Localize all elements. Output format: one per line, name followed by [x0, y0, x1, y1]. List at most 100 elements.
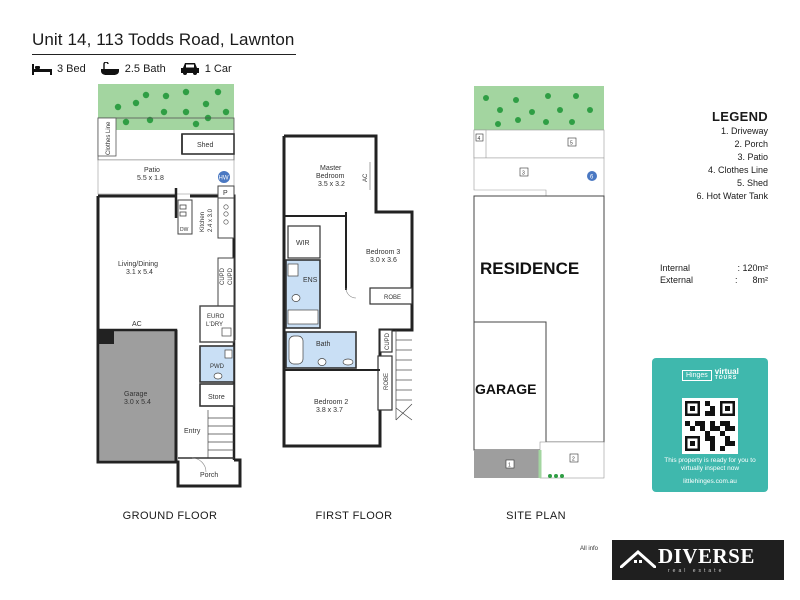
patio-area	[97, 159, 235, 195]
site-garage	[473, 321, 547, 451]
legend-item: 1. Driveway	[720, 126, 768, 136]
wir-label: WIR	[296, 240, 310, 247]
hot-water-tank-icon	[218, 171, 230, 183]
first-cupd	[379, 329, 393, 353]
bedroom2-size: 3.8 x 3.7	[316, 407, 343, 414]
internal-area-value: : 120m²	[737, 263, 768, 273]
residence-label: RESIDENCE	[480, 259, 579, 278]
bedroom2-robe	[377, 355, 393, 411]
virtual-tour-text: This property is ready for you to virtua…	[664, 457, 756, 472]
baths-spec: 2.5 Bath	[100, 62, 166, 76]
ground-garden-trees	[114, 88, 230, 128]
garage-label: Garage	[124, 391, 147, 398]
property-address: Unit 14, 113 Todds Road, Lawnton	[32, 30, 295, 49]
bedroom3-size: 3.0 x 3.6	[370, 257, 397, 264]
shed-label: Shed	[197, 142, 213, 149]
site-garage-label: GARAGE	[475, 381, 536, 397]
legend-item: 5. Shed	[736, 178, 768, 188]
first-floor-walls	[282, 134, 414, 448]
vt-word-tours: TOURS	[714, 375, 738, 381]
car-icon	[180, 63, 199, 75]
porch-label: Porch	[200, 472, 218, 479]
legend-item: 6. Hot Water Tank	[696, 191, 768, 201]
house-roof-icon	[620, 550, 656, 568]
first-cupd-label: CUPD	[385, 332, 391, 350]
robe-label-2: ROBE	[384, 373, 390, 390]
hinges-brand: Hinges	[682, 369, 712, 381]
legend: LEGEND 1. Driveway 2. Porch 3. Patio 4. …	[640, 110, 768, 203]
property-specs: 3 Bed 2.5 Bath 1 Car	[32, 62, 240, 76]
agency-logo: DIVERSE real estate	[612, 540, 784, 580]
bedroom3-robe	[369, 287, 413, 305]
first-floor-plan: Master Bedroom 3.5 x 3.2 AC WIR ENS Bedr…	[282, 134, 414, 448]
site-mark-1: 1	[508, 463, 511, 469]
legend-title: LEGEND	[712, 109, 768, 124]
site-garden	[474, 86, 604, 130]
ground-floor-label: GROUND FLOOR	[122, 510, 218, 522]
entry-label: Entry	[184, 428, 201, 435]
kitchen-size: 2.4 x 3.0	[208, 208, 214, 232]
hw-label: HW	[219, 176, 229, 182]
site-plan: 4 5 3 6 RESIDENCE GARAGE 1 2	[473, 86, 605, 479]
site-plan-label: SITE PLAN	[506, 510, 566, 522]
external-area-label: External	[660, 275, 694, 285]
agency-name: DIVERSE	[658, 544, 755, 568]
dw-label: DW	[180, 227, 189, 233]
store-label: Store	[208, 394, 225, 401]
agency-tagline: real estate	[668, 568, 725, 574]
area-summary: Internal : 120m² External : 8m²	[640, 262, 768, 286]
ground-floor-plan: Clothes Line Shed Patio 5.5 x 1.8 HW DW …	[96, 84, 242, 488]
garage-room	[96, 328, 178, 464]
ens-label: ENS	[303, 277, 318, 284]
first-ac-label: AC	[363, 173, 369, 182]
pantry-label: P	[223, 190, 228, 197]
site-mark-2: 2	[572, 457, 575, 463]
living-dining-label: Living/Dining	[118, 261, 158, 268]
beds-count: 3 Bed	[57, 63, 86, 75]
legend-item: 4. Clothes Line	[707, 165, 768, 175]
master-label: Master	[320, 165, 342, 172]
site-mark-5: 5	[570, 141, 573, 147]
site-garden-trees	[483, 93, 593, 127]
legend-item: 2. Porch	[734, 139, 768, 149]
clothes-line-label: Clothes Line	[106, 121, 112, 155]
virtual-tour-url[interactable]: littlehinges.com.au	[683, 478, 737, 485]
bed-icon	[32, 64, 52, 75]
kitchen-bench	[177, 199, 193, 235]
site-mark-4: 4	[478, 136, 481, 142]
master-size: 3.5 x 3.2	[318, 181, 345, 188]
kitchen-label: Kitchen	[200, 212, 206, 232]
internal-area-label: Internal	[660, 263, 691, 273]
patio-label: Patio	[144, 167, 160, 174]
bedroom2-label: Bedroom 2	[314, 399, 348, 406]
first-floor-label: FIRST FLOOR	[315, 510, 393, 522]
master-bedroom-label: Bedroom	[316, 173, 345, 180]
title-divider	[32, 54, 296, 55]
bath-icon	[100, 62, 119, 75]
legend-item: 3. Patio	[737, 152, 768, 162]
euro-label: EURO	[207, 314, 225, 320]
cupd-label-2: CUPD	[228, 267, 234, 285]
beds-spec: 3 Bed	[32, 63, 86, 75]
bedroom3-label: Bedroom 3	[366, 249, 400, 256]
walk-in-robe	[287, 225, 321, 259]
site-mark-6: 6	[590, 175, 594, 181]
robe-label-1: ROBE	[384, 295, 401, 301]
patio-size: 5.5 x 1.8	[137, 175, 164, 182]
store-room	[199, 383, 235, 407]
site-mark-3: 3	[522, 171, 525, 177]
pwd-label: PWD	[210, 364, 225, 370]
cars-count: 1 Car	[204, 63, 232, 75]
baths-count: 2.5 Bath	[124, 63, 166, 75]
cars-spec: 1 Car	[180, 62, 232, 76]
garage-size: 3.0 x 5.4	[124, 399, 151, 406]
external-area-value: : 8m²	[734, 275, 768, 285]
qr-code-icon[interactable]	[682, 398, 738, 454]
cupd-label-1: CUPD	[220, 267, 226, 285]
bath-label: Bath	[316, 341, 331, 348]
living-dining-size: 3.1 x 5.4	[126, 269, 153, 276]
disclaimer-text: All info	[580, 546, 599, 552]
